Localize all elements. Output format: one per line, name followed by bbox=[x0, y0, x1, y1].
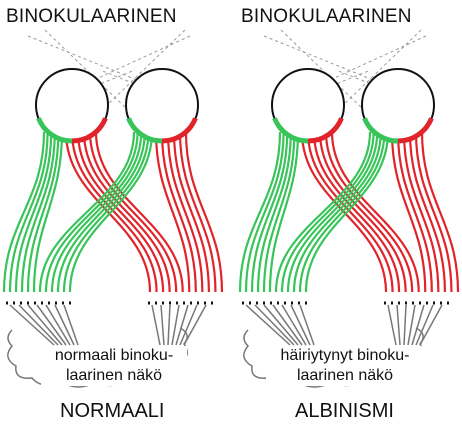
cortex-fiber bbox=[10, 305, 54, 345]
left-panel-footer: NORMAALI bbox=[60, 400, 164, 423]
right-panel-footer: ALBINISMI bbox=[295, 400, 394, 423]
cortex-fiber bbox=[404, 305, 406, 345]
cortex-fiber bbox=[161, 305, 164, 345]
right-panel-caption: häiriytynyt binoku- laarinen näkö bbox=[266, 346, 424, 386]
right-panel-heading: BINOKULAARINEN bbox=[241, 6, 412, 28]
left-panel-heading: BINOKULAARINEN bbox=[6, 6, 177, 28]
cortex-fiber bbox=[397, 305, 400, 345]
cortex-fiber bbox=[152, 305, 160, 345]
left-panel-caption: normaali binoku- laarinen näkö bbox=[41, 346, 187, 386]
cortex-fiber bbox=[246, 305, 290, 345]
cortex-fiber bbox=[168, 305, 170, 345]
cortex-fiber bbox=[388, 305, 396, 345]
